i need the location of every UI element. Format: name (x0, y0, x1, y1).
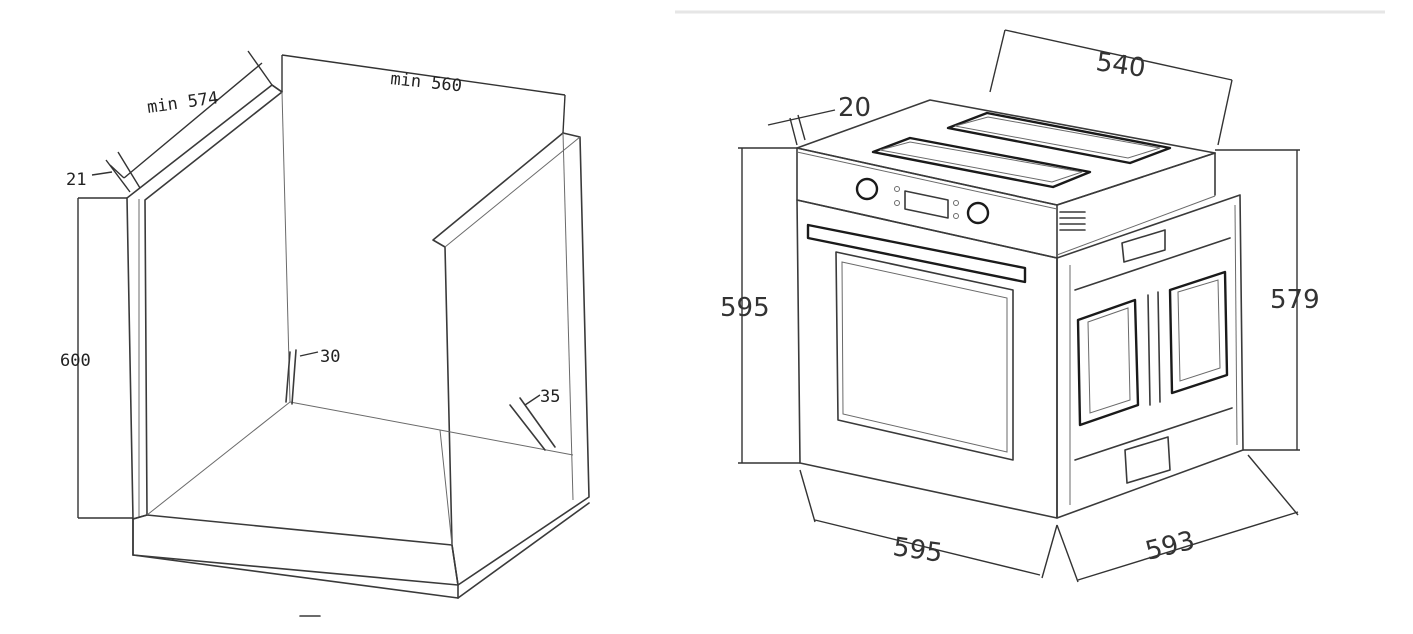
oven-drawing (796, 99, 1244, 519)
cabinet-width-label: min 560 (389, 69, 462, 96)
cabinet-floor (132, 514, 459, 586)
oven-dimensions (738, 29, 1300, 583)
oven-body-height-label: 579 (1270, 285, 1320, 315)
cabinet-left-panel (126, 84, 283, 520)
oven-control-panel (796, 147, 1058, 259)
cabinet-right-panel (432, 132, 590, 586)
knob-right-icon (966, 201, 990, 225)
oven-width-label: 595 (891, 532, 944, 569)
cabinet-vent-side-label: 35 (540, 387, 560, 407)
door-handle (806, 223, 1027, 284)
cabinet-dimensions (77, 50, 566, 519)
oven-body-depth-label: 593 (1142, 526, 1197, 567)
oven-height-label: 595 (720, 293, 770, 323)
display-icon (904, 190, 949, 219)
cabinet-height-label: 600 (60, 351, 91, 371)
oven-depth-label: 540 (1094, 47, 1147, 84)
cabinet-depth-label: min 574 (146, 88, 220, 118)
oven-window (835, 251, 1014, 461)
oven-front-panel-label: 20 (838, 93, 871, 123)
cabinet-drawing (126, 84, 590, 617)
cabinet-panel-label: 21 (66, 170, 86, 190)
cabinet-vent-back-label: 30 (320, 347, 340, 367)
knob-left-icon (855, 177, 879, 201)
